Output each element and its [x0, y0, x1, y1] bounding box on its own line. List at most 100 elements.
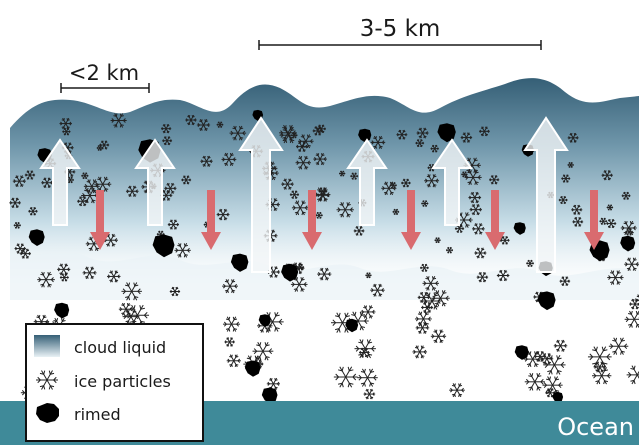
small-scale-label: <2 km: [69, 61, 139, 85]
rimed-particle: [345, 318, 359, 333]
rimed-particle: [152, 234, 175, 258]
updraft-arrow: [238, 116, 284, 273]
snowflake-icon: [472, 223, 485, 235]
snowflake-icon: [224, 337, 235, 347]
snowflake-icon: [420, 263, 429, 272]
snowflake-icon: [94, 176, 112, 192]
snowflake-icon: [37, 271, 55, 288]
snowflake-icon: [24, 170, 36, 180]
snowflake-icon: [315, 211, 323, 219]
snowflake-icon: [313, 152, 327, 166]
snowflake-icon: [279, 124, 297, 141]
snowflake-icon: [59, 117, 72, 130]
snowflake-icon: [430, 329, 447, 344]
snowflake-icon: [82, 266, 97, 280]
snowflake-icon-part: [36, 370, 58, 390]
snowflake-icon: [363, 388, 376, 400]
snowflake-icon: [454, 224, 465, 233]
snowflake-icon: [289, 190, 300, 199]
snowflake-icon: [77, 196, 89, 207]
rimed-particle: [537, 291, 556, 311]
snowflake-icon: [559, 276, 571, 286]
snowflake-icon: [396, 129, 408, 140]
snowflake-icon: [571, 204, 583, 215]
snowflake-icon: [36, 370, 58, 390]
rimed-particle: [230, 253, 249, 272]
updraft-arrow: [134, 138, 176, 226]
snowflake-icon: [118, 302, 133, 316]
snowflake-icon: [12, 175, 26, 188]
snowflake-icon: [460, 132, 473, 143]
snowflake-icon: [479, 126, 490, 137]
snowflake-icon: [572, 216, 584, 227]
snowflake-icon: [370, 283, 385, 297]
snowflake-icon: [621, 191, 631, 200]
snowflake-icon: [110, 113, 127, 128]
snowflake-icon: [216, 208, 230, 221]
downdraft-arrow: [90, 190, 110, 250]
snowflake-icon: [434, 237, 441, 244]
snowflake-icon: [19, 248, 31, 259]
downdraft-arrows: [90, 190, 604, 250]
snowflake-icon: [526, 259, 534, 267]
small-scale-bar: [60, 83, 150, 93]
snowflake-icon: [160, 123, 172, 134]
snowflake-icon: [567, 132, 579, 143]
snowflake-icon: [464, 169, 482, 186]
snowflake-icon: [13, 221, 21, 229]
rimed-particle: [620, 235, 636, 252]
snowflake-icon: [591, 367, 612, 385]
snowflake-icon: [412, 345, 428, 359]
snowflake-icon: [200, 155, 213, 167]
snowflake-icon: [62, 127, 71, 136]
snowflake-icon: [295, 155, 311, 170]
downdraft-arrow: [201, 190, 221, 250]
snowflake-icon: [226, 354, 241, 368]
snowflake-icon: [357, 368, 378, 387]
snowflake-icon: [553, 339, 568, 352]
snowflake-icon: [14, 243, 26, 254]
snowflake-icon: [468, 191, 482, 204]
snowflake-icon: [162, 136, 173, 146]
snowflake-icon: [561, 174, 571, 183]
snowflake-icon: [291, 200, 309, 216]
snowflake-icon: [624, 257, 639, 271]
rimed-particle: [244, 360, 261, 377]
snowflake-icon: [401, 178, 411, 188]
rimed-particle: [358, 128, 372, 143]
rimed-particle: [514, 345, 529, 360]
snowflake-icon: [608, 337, 629, 355]
snowflake-icon: [365, 272, 372, 279]
snowflake-icon: [353, 226, 365, 236]
downdraft-arrow: [401, 190, 421, 250]
snowflake-icon: [392, 208, 400, 215]
snowflake-icon: [281, 178, 294, 190]
snowflake-icon: [216, 121, 224, 128]
snowflake-icon: [606, 204, 614, 211]
snowflake-icon: [169, 286, 181, 297]
legend-label-rimed: rimed: [74, 405, 121, 424]
rimed-particle: [54, 302, 70, 319]
snowflake-icon: [181, 175, 192, 185]
large-scale-label: 3-5 km: [360, 16, 441, 42]
snowflake-icon: [421, 200, 429, 207]
snowflake-icon: [167, 219, 179, 230]
snowflake-icon: [496, 269, 510, 282]
snowflake-icon: [339, 170, 346, 177]
snowflake-icon: [629, 298, 639, 310]
updraft-arrows: [39, 116, 569, 273]
snowflake-icon: [474, 247, 487, 259]
updraft-arrow: [39, 138, 81, 226]
snowflake-icon: [107, 270, 121, 283]
snowflake-icon: [122, 309, 140, 325]
downdraft-arrow: [584, 190, 604, 250]
snowflake-icon: [624, 310, 639, 328]
rimed-particle: [258, 314, 271, 327]
snowflake-icon: [312, 126, 323, 136]
snowflake-icon: [316, 189, 330, 202]
snowflake-icon: [317, 267, 332, 281]
snowflake-icon: [350, 172, 359, 180]
legend: cloud liquid ice particles rimed: [25, 323, 204, 442]
snowflake-icon: [469, 204, 482, 216]
